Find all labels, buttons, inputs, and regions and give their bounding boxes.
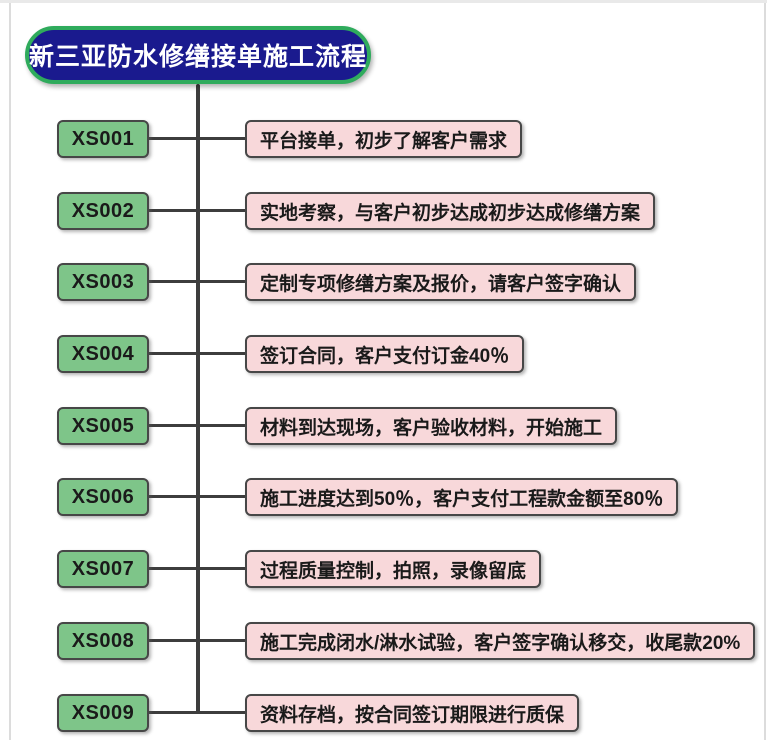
- step-desc-node[interactable]: 施工完成闭水/淋水试验，客户签字确认移交，收尾款20%: [245, 622, 756, 660]
- step-desc-label: 平台接单，初步了解客户需求: [260, 130, 508, 152]
- step-desc-node[interactable]: 施工进度达到50％，客户支付工程款金额至80％: [245, 478, 679, 516]
- step-code-label: XS006: [71, 485, 135, 508]
- step-code-label: XS002: [71, 199, 135, 222]
- step-desc-label: 签订合同，客户支付订金40％: [260, 345, 510, 367]
- step-row-xs008: XS008 施工完成闭水/淋水试验，客户签字确认移交，收尾款20%: [0, 622, 767, 660]
- step-desc-label: 实地考察，与客户初步达成初步达成修缮方案: [260, 202, 641, 224]
- step-code-label: XS005: [71, 414, 135, 437]
- step-desc-node[interactable]: 资料存档，按合同签订期限进行质保: [245, 694, 580, 732]
- step-row-xs004: XS004 签订合同，客户支付订金40％: [0, 335, 767, 373]
- branch-line: [149, 209, 245, 212]
- step-code-node[interactable]: XS001: [57, 120, 149, 158]
- branch-line: [149, 137, 245, 140]
- step-row-xs002: XS002 实地考察，与客户初步达成初步达成修缮方案: [0, 192, 767, 230]
- step-desc-node[interactable]: 材料到达现场，客户验收材料，开始施工: [245, 407, 618, 445]
- branch-line: [149, 280, 245, 283]
- branch-line: [149, 424, 245, 427]
- step-code-node[interactable]: XS002: [57, 192, 149, 230]
- step-desc-label: 材料到达现场，客户验收材料，开始施工: [260, 417, 603, 439]
- step-row-xs003: XS003 定制专项修缮方案及报价，请客户签字确认: [0, 263, 767, 301]
- step-row-xs006: XS006 施工进度达到50％，客户支付工程款金额至80％: [0, 478, 767, 516]
- step-row-xs005: XS005 材料到达现场，客户验收材料，开始施工: [0, 407, 767, 445]
- panel-left-edge: [9, 3, 11, 740]
- step-row-xs009: XS009 资料存档，按合同签订期限进行质保: [0, 694, 767, 732]
- step-code-node[interactable]: XS009: [57, 694, 149, 732]
- trunk-connector-line: [196, 84, 200, 713]
- step-desc-node[interactable]: 签订合同，客户支付订金40％: [245, 335, 525, 373]
- branch-line: [149, 567, 245, 570]
- branch-line: [149, 711, 245, 714]
- step-desc-label: 资料存档，按合同签订期限进行质保: [260, 704, 565, 726]
- step-code-label: XS001: [71, 127, 135, 150]
- step-desc-node[interactable]: 定制专项修缮方案及报价，请客户签字确认: [245, 263, 637, 301]
- branch-line: [149, 495, 245, 498]
- step-code-node[interactable]: XS006: [57, 478, 149, 516]
- step-desc-label: 施工进度达到50％，客户支付工程款金额至80％: [260, 488, 664, 510]
- step-desc-node[interactable]: 实地考察，与客户初步达成初步达成修缮方案: [245, 192, 656, 230]
- step-code-node[interactable]: XS004: [57, 335, 149, 373]
- step-code-node[interactable]: XS003: [57, 263, 149, 301]
- step-row-xs001: XS001 平台接单，初步了解客户需求: [0, 120, 767, 158]
- step-desc-node[interactable]: 过程质量控制，拍照，录像留底: [245, 550, 542, 588]
- step-desc-label: 施工完成闭水/淋水试验，客户签字确认移交，收尾款20%: [260, 632, 741, 654]
- panel-top-edge: [0, 0, 767, 3]
- step-code-label: XS004: [71, 342, 135, 365]
- step-code-node[interactable]: XS007: [57, 550, 149, 588]
- step-desc-label: 定制专项修缮方案及报价，请客户签字确认: [260, 273, 622, 295]
- panel-right-edge: [764, 3, 766, 740]
- step-code-node[interactable]: XS008: [57, 622, 149, 660]
- step-desc-label: 过程质量控制，拍照，录像留底: [260, 560, 527, 582]
- step-code-label: XS009: [71, 701, 135, 724]
- branch-line: [149, 352, 245, 355]
- step-code-label: XS007: [71, 557, 135, 580]
- flow-title-node[interactable]: 新三亚防水修缮接单施工流程: [25, 26, 371, 84]
- step-row-xs007: XS007 过程质量控制，拍照，录像留底: [0, 550, 767, 588]
- flow-title-label: 新三亚防水修缮接单施工流程: [29, 43, 368, 71]
- step-desc-node[interactable]: 平台接单，初步了解客户需求: [245, 120, 523, 158]
- step-code-label: XS003: [71, 270, 135, 293]
- step-code-label: XS008: [71, 629, 135, 652]
- step-code-node[interactable]: XS005: [57, 407, 149, 445]
- branch-line: [149, 639, 245, 642]
